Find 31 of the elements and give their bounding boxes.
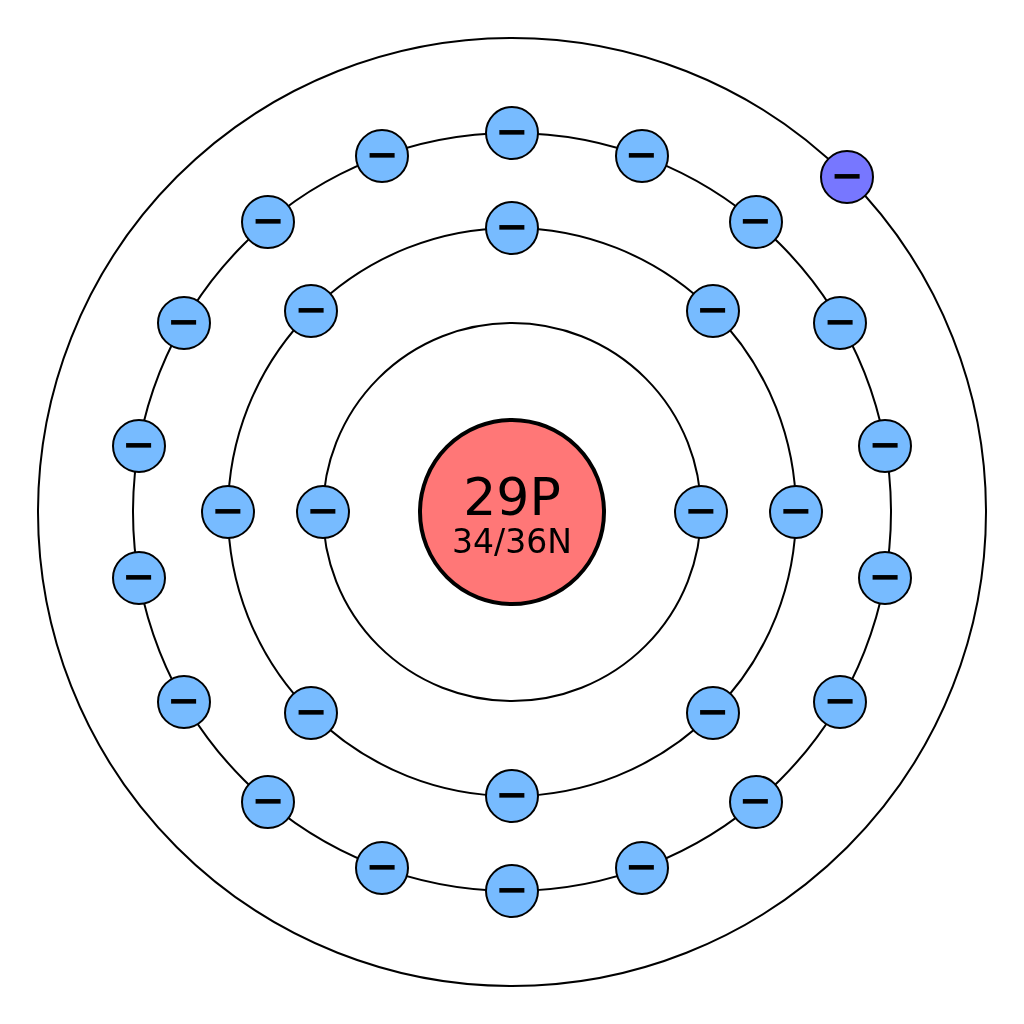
electron-circle: − [485, 769, 539, 823]
electron-circle: − [355, 841, 410, 896]
electron-circle: − [241, 194, 296, 249]
electron-circle: − [813, 295, 868, 350]
electron-circle: − [485, 201, 539, 255]
electron-circle: − [820, 149, 875, 204]
electron-circle: − [813, 674, 868, 729]
electron-circle: − [674, 485, 728, 539]
electron-circle: − [111, 419, 166, 474]
electron-circle: − [355, 128, 410, 183]
electron-circle: − [241, 775, 296, 830]
electron-circle: − [858, 419, 913, 474]
electron-circle: − [156, 295, 211, 350]
proton-count: 29P [463, 470, 561, 523]
electron-circle: − [485, 864, 539, 918]
electron-circle: − [111, 550, 166, 605]
electron-circle: − [728, 194, 783, 249]
electron-circle: − [284, 284, 339, 339]
neutron-count: 34/36N [452, 524, 572, 558]
electron-circle: − [614, 128, 669, 183]
electron-circle: − [685, 284, 740, 339]
electron-circle: − [201, 485, 255, 539]
electron-circle: − [156, 674, 211, 729]
electron-circle: − [769, 485, 823, 539]
electron-circle: − [614, 841, 669, 896]
electron-circle: − [728, 775, 783, 830]
electron-circle: − [858, 550, 913, 605]
electron-circle: − [284, 685, 339, 740]
electron-circle: − [685, 685, 740, 740]
electron-circle: − [485, 106, 539, 160]
electron-circle: − [296, 485, 350, 539]
